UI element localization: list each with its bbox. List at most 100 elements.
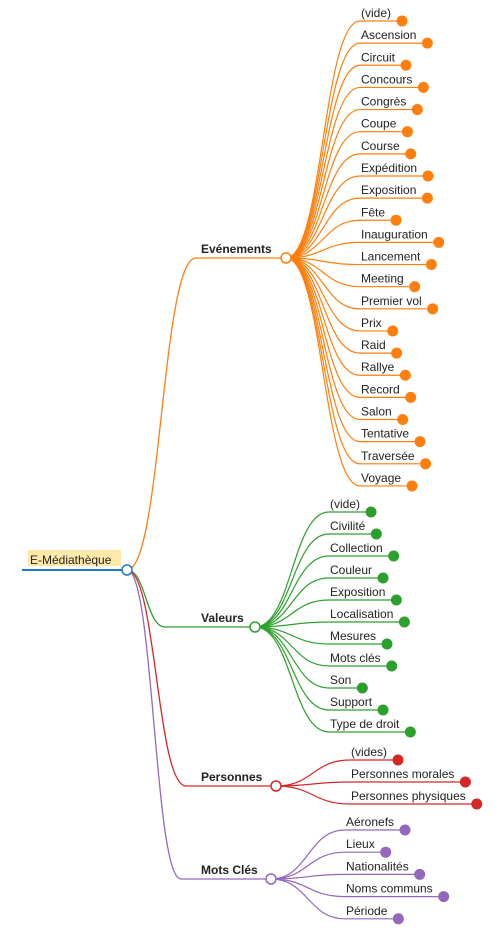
leaf-node[interactable]: Aéronefs xyxy=(346,815,411,836)
leaf-node[interactable]: Expédition xyxy=(361,161,434,182)
branch-mots-cles[interactable]: Mots Clés xyxy=(201,863,277,885)
leaf-label: Période xyxy=(346,904,388,918)
leaf-dot[interactable] xyxy=(406,480,418,492)
leaf-node[interactable]: Traversée xyxy=(361,449,432,470)
leaf-node[interactable]: Exposition xyxy=(330,585,402,606)
leaf-node[interactable]: Personnes morales xyxy=(351,767,471,788)
leaf-dot[interactable] xyxy=(399,369,411,381)
leaf-node[interactable]: Couleur xyxy=(330,563,389,584)
leaf-dot[interactable] xyxy=(405,148,417,160)
leaf-connector xyxy=(270,878,399,920)
leaf-dot[interactable] xyxy=(414,436,426,448)
leaf-node[interactable]: (vide) xyxy=(330,497,377,518)
leaf-dot[interactable] xyxy=(386,660,398,672)
leaf-dot[interactable] xyxy=(404,726,416,738)
leaf-dot[interactable] xyxy=(422,170,434,182)
leaf-label: Mots clés xyxy=(330,651,381,665)
leaf-dot[interactable] xyxy=(411,104,423,116)
leaf-node[interactable]: Exposition xyxy=(361,183,433,204)
leaf-dot[interactable] xyxy=(391,347,403,359)
leaf-node[interactable]: Noms communs xyxy=(346,882,450,903)
leaf-dot[interactable] xyxy=(377,572,389,584)
leaf-node[interactable]: Type de droit xyxy=(330,717,416,738)
leaf-node[interactable]: Course xyxy=(361,139,417,160)
leaf-node[interactable]: Concours xyxy=(361,72,429,93)
leaf-node[interactable]: Raid xyxy=(361,338,403,359)
leaf-node[interactable]: Collection xyxy=(330,541,400,562)
leaf-dot[interactable] xyxy=(370,528,382,540)
leaf-dot[interactable] xyxy=(401,126,413,138)
leaf-dot[interactable] xyxy=(380,846,392,858)
leaf-node[interactable]: Salon xyxy=(361,405,409,426)
branch-valeurs[interactable]: Valeurs xyxy=(201,611,261,633)
leaf-dot[interactable] xyxy=(425,259,437,271)
leaf-dot[interactable] xyxy=(433,236,445,248)
leaf-dot[interactable] xyxy=(377,704,389,716)
leaf-connector xyxy=(270,873,420,880)
leaf-node[interactable]: (vides) xyxy=(351,745,404,766)
branch-collapse-toggle[interactable] xyxy=(280,252,292,264)
leaf-dot[interactable] xyxy=(421,37,433,49)
leaf-node[interactable]: Période xyxy=(346,904,404,925)
branch-collapse-toggle[interactable] xyxy=(265,873,277,885)
leaf-node[interactable]: (vide) xyxy=(361,6,408,27)
leaf-dot[interactable] xyxy=(381,638,393,650)
leaf-node[interactable]: Record xyxy=(361,382,417,403)
leaf-label: (vide) xyxy=(361,6,391,20)
root-collapse-toggle[interactable] xyxy=(121,564,133,576)
leaf-dot[interactable] xyxy=(388,550,400,562)
leaf-dot[interactable] xyxy=(459,776,471,788)
leaf-node[interactable]: Personnes physiques xyxy=(351,789,483,810)
leaf-dot[interactable] xyxy=(438,891,450,903)
leaf-dot[interactable] xyxy=(405,391,417,403)
leaf-dot[interactable] xyxy=(356,682,368,694)
leaf-node[interactable]: Circuit xyxy=(361,50,412,71)
leaf-node[interactable]: Support xyxy=(330,695,389,716)
leaf-node[interactable]: Coupe xyxy=(361,117,413,138)
branch-collapse-toggle[interactable] xyxy=(270,780,282,792)
leaf-dot[interactable] xyxy=(399,824,411,836)
branch-evenements[interactable]: Evénements xyxy=(201,242,292,264)
leaf-node[interactable]: Civilité xyxy=(330,519,382,540)
leaf-node[interactable]: Fête xyxy=(361,205,402,226)
leaf-dot[interactable] xyxy=(414,868,426,880)
branch-personnes[interactable]: Personnes xyxy=(201,770,282,792)
leaf-dot[interactable] xyxy=(417,81,429,93)
leaf-node[interactable]: Localisation xyxy=(330,607,410,628)
leaf-dot[interactable] xyxy=(392,754,404,766)
leaf-node[interactable]: Voyage xyxy=(361,471,418,492)
leaf-dot[interactable] xyxy=(398,616,410,628)
root-node[interactable]: E-Médiathèque xyxy=(22,550,133,576)
leaf-dot[interactable] xyxy=(400,59,412,71)
leaf-dot[interactable] xyxy=(409,281,421,293)
leaf-connector xyxy=(254,621,405,628)
leaf-dot[interactable] xyxy=(427,303,439,315)
leaf-node[interactable]: Nationalités xyxy=(346,859,426,880)
leaf-node[interactable]: Congrès xyxy=(361,95,423,116)
leaf-node[interactable]: Mesures xyxy=(330,629,393,650)
leaf-node[interactable]: Son xyxy=(330,673,368,694)
leaf-node[interactable]: Meeting xyxy=(361,272,421,293)
leaf-node[interactable]: Rallye xyxy=(361,360,411,381)
leaf-dot[interactable] xyxy=(396,15,408,27)
leaf-dot[interactable] xyxy=(365,506,377,518)
leaf-node[interactable]: Tentative xyxy=(361,427,426,448)
leaf-dot[interactable] xyxy=(397,414,409,426)
leaf-node[interactable]: Prix xyxy=(361,316,399,337)
leaf-node[interactable]: Lieux xyxy=(346,837,392,858)
leaf-dot[interactable] xyxy=(471,798,483,810)
branch-collapse-toggle[interactable] xyxy=(249,621,261,633)
leaf-dot[interactable] xyxy=(387,325,399,337)
leaf-dot[interactable] xyxy=(390,594,402,606)
leaf-node[interactable]: Lancement xyxy=(361,250,437,271)
leaf-node[interactable]: Premier vol xyxy=(361,294,439,315)
leaf-label: Lancement xyxy=(361,250,421,264)
leaf-node[interactable]: Ascension xyxy=(361,28,433,49)
leaf-node[interactable]: Mots clés xyxy=(330,651,398,672)
leaf-dot[interactable] xyxy=(390,214,402,226)
leaf-dot[interactable] xyxy=(421,192,433,204)
leaf-dot[interactable] xyxy=(392,913,404,925)
leaf-node[interactable]: Inauguration xyxy=(361,227,445,248)
leaf-connector xyxy=(285,241,439,259)
leaf-dot[interactable] xyxy=(420,458,432,470)
